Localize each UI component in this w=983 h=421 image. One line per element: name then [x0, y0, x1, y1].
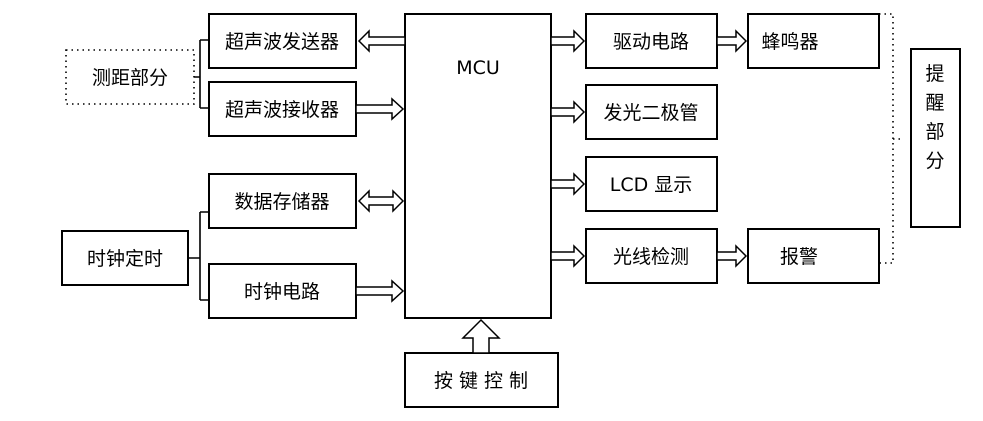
- ultrasonic-transmitter-box: [208, 13, 357, 69]
- mcu-box: [404, 13, 552, 319]
- data-storage-label: 数据存储器: [234, 191, 329, 213]
- reminder-dotted-bracket: [879, 13, 894, 264]
- svg-text:醒: 醒: [925, 92, 944, 114]
- storage-mcu-bidirectional-arrow: [357, 189, 405, 213]
- svg-text:分: 分: [925, 150, 944, 172]
- timing-label: 时钟定时: [87, 248, 163, 270]
- clock-to-mcu-arrow: [355, 279, 405, 303]
- ranging-part-label: 测距部分: [92, 67, 168, 89]
- alarm-label: 报警: [780, 246, 818, 268]
- key-control-box: [404, 352, 559, 408]
- led-box: [585, 84, 718, 140]
- ultrasonic-receiver-label: 超声波接收器: [225, 99, 339, 121]
- lcd-label: LCD 显示: [610, 174, 693, 196]
- mcu-to-lcd-arrow: [550, 172, 586, 196]
- reminder-part-label: 提 醒 部 分: [925, 63, 944, 172]
- mcu-label: MCU: [456, 57, 500, 79]
- receiver-to-mcu-arrow: [355, 97, 405, 121]
- mcu-to-light-detection-arrow: [550, 244, 586, 268]
- ranging-bracket: [194, 39, 209, 109]
- buzzer-box: [747, 13, 880, 69]
- svg-text:提: 提: [925, 63, 944, 85]
- reminder-part-box: [910, 48, 961, 228]
- driver-circuit-label: 驱动电路: [613, 31, 689, 53]
- ultrasonic-receiver-box: [208, 81, 357, 137]
- driver-to-buzzer-arrow: [716, 29, 748, 53]
- clock-circuit-label: 时钟电路: [244, 281, 320, 303]
- data-storage-box: [208, 173, 357, 229]
- light-detection-to-alarm-arrow: [716, 244, 748, 268]
- mcu-to-led-arrow: [550, 100, 586, 124]
- light-detection-label: 光线检测: [613, 246, 689, 268]
- led-label: 发光二极管: [603, 102, 698, 124]
- lcd-box: [585, 156, 718, 212]
- keys-to-mcu-arrow: [461, 318, 501, 354]
- mcu-to-driver-arrow: [550, 29, 586, 53]
- key-control-label: 按 键 控 制: [434, 370, 528, 392]
- buzzer-label: 蜂鸣器: [761, 31, 818, 53]
- timing-box: [61, 230, 189, 286]
- ultrasonic-transmitter-label: 超声波发送器: [225, 31, 339, 53]
- alarm-box: [747, 228, 880, 284]
- mcu-to-transmitter-arrow: [357, 29, 406, 53]
- svg-text:部: 部: [925, 121, 944, 143]
- timing-bracket: [188, 211, 209, 301]
